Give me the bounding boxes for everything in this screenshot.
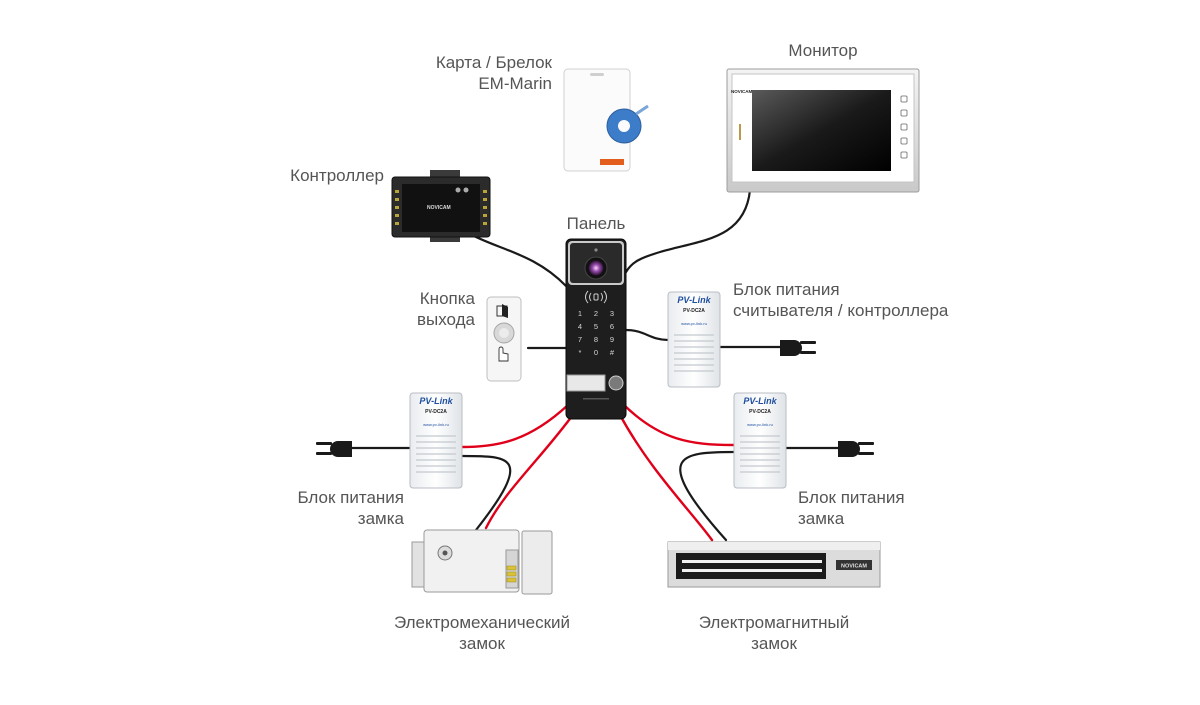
- label-psu-right-line2: замка: [798, 509, 845, 528]
- psu-reader-controller: PV-Link PV-DC2A www.pv-link.ru: [667, 291, 721, 388]
- psu-site-text: www.pv-link.ru: [681, 321, 707, 326]
- label-psu-reader-line2: считывателя / контроллера: [733, 301, 949, 320]
- call-button[interactable]: [608, 375, 624, 391]
- psu-model-text: PV-DC2A: [425, 409, 447, 415]
- wire-red-panel-psu-left: [460, 403, 570, 449]
- label-psu-lock-left: Блок питания замка: [262, 487, 404, 529]
- wire-psu-reader-panel: [624, 328, 670, 342]
- controller: NOVICAM: [391, 170, 491, 242]
- electromagnetic-lock: NOVICAM: [667, 541, 881, 588]
- plug-icon-right: [838, 441, 874, 457]
- label-exit-line2: выхода: [416, 310, 475, 329]
- label-em-lock-line1: Электромеханический: [393, 613, 570, 632]
- hand-icon: [498, 346, 509, 362]
- wire-black-psu-em-lock: [458, 454, 512, 532]
- monitor-logo: NOVICAM: [731, 89, 753, 94]
- psu-site-text: www.pv-link.ru: [747, 422, 773, 427]
- label-exit-line1: Кнопка: [419, 289, 475, 308]
- keypad-key[interactable]: 8: [594, 335, 598, 344]
- psu-brand-text: PV-Link: [419, 396, 453, 406]
- wires: [350, 188, 840, 542]
- label-panel: Панель: [566, 214, 626, 233]
- label-psu-reader-line1: Блок питания: [733, 280, 840, 299]
- wire-controller-panel: [468, 232, 568, 288]
- key-fob-icon: [606, 104, 649, 144]
- rfid-icon: [585, 290, 607, 304]
- psu-model-text: PV-DC2A: [749, 409, 771, 415]
- psu-model-text: PV-DC2A: [683, 308, 705, 314]
- label-mag-lock-line2: замок: [751, 634, 797, 653]
- call-panel: 1 2 3 4 5 6 7 8 9 * 0 #: [565, 238, 627, 420]
- wire-monitor-panel: [624, 188, 752, 274]
- exit-button: [486, 296, 522, 382]
- label-em-lock-line2: замок: [459, 634, 505, 653]
- keypad-key[interactable]: 6: [610, 322, 614, 331]
- label-card-fob: Карта / Брелок EM-Marin: [392, 52, 552, 94]
- keypad-key[interactable]: 7: [578, 335, 582, 344]
- em-marin-card: [563, 68, 631, 172]
- keypad-key[interactable]: 0: [594, 348, 598, 357]
- monitor-buttons: [900, 95, 908, 159]
- mag-lock-logo: NOVICAM: [841, 564, 867, 570]
- label-psu-left-line2: замка: [357, 509, 404, 528]
- card-logo: [600, 159, 624, 165]
- monitor: NOVICAM: [726, 68, 920, 193]
- keypad-key[interactable]: 4: [578, 322, 582, 331]
- panel-camera: [588, 260, 604, 276]
- psu-lock-right: PV-Link PV-DC2A www.pv-link.ru: [733, 392, 787, 489]
- psu-site-text: www.pv-link.ru: [423, 422, 449, 427]
- keypad-key[interactable]: 1: [578, 309, 582, 318]
- label-monitor: Монитор: [788, 41, 858, 60]
- keypad-key[interactable]: 5: [594, 322, 598, 331]
- label-mag-lock: Электромагнитный замок: [664, 612, 884, 654]
- label-psu-lock-right: Блок питания замка: [798, 487, 940, 529]
- label-exit-button: Кнопка выхода: [360, 288, 475, 330]
- label-card-line2: EM-Marin: [478, 74, 552, 93]
- keypad-key[interactable]: *: [579, 348, 582, 357]
- plug-icon-left: [316, 441, 352, 457]
- label-psu-right-line1: Блок питания: [798, 488, 905, 507]
- keypad-key[interactable]: 3: [610, 309, 614, 318]
- label-card-line1: Карта / Брелок: [435, 53, 552, 72]
- label-em-lock: Электромеханический замок: [362, 612, 602, 654]
- psu-brand-text: PV-Link: [743, 396, 777, 406]
- electromechanical-lock: [411, 529, 553, 595]
- psu-lock-left: PV-Link PV-DC2A www.pv-link.ru: [409, 392, 463, 489]
- wire-red-panel-psu-right: [622, 403, 736, 447]
- keypad-key[interactable]: 9: [610, 335, 614, 344]
- monitor-screen: [752, 90, 891, 171]
- keypad-key[interactable]: 2: [594, 309, 598, 318]
- psu-brand-text: PV-Link: [677, 295, 711, 305]
- controller-logo: NOVICAM: [427, 205, 451, 211]
- label-mag-lock-line1: Электромагнитный: [698, 613, 850, 632]
- wire-red-panel-em-lock: [484, 410, 577, 530]
- keypad-key[interactable]: #: [610, 348, 615, 357]
- wire-red-panel-mag-lock: [618, 413, 714, 542]
- wire-black-psu-mag-lock: [679, 450, 736, 542]
- strike-plate: [521, 530, 553, 595]
- keypad: 1 2 3 4 5 6 7 8 9 * 0 #: [578, 309, 615, 357]
- label-controller: Контроллер: [290, 166, 384, 185]
- label-psu-reader: Блок питания считывателя / контроллера: [733, 279, 1013, 321]
- label-psu-left-line1: Блок питания: [297, 488, 404, 507]
- name-plate: [566, 374, 606, 392]
- plug-icon-reader: [780, 340, 816, 356]
